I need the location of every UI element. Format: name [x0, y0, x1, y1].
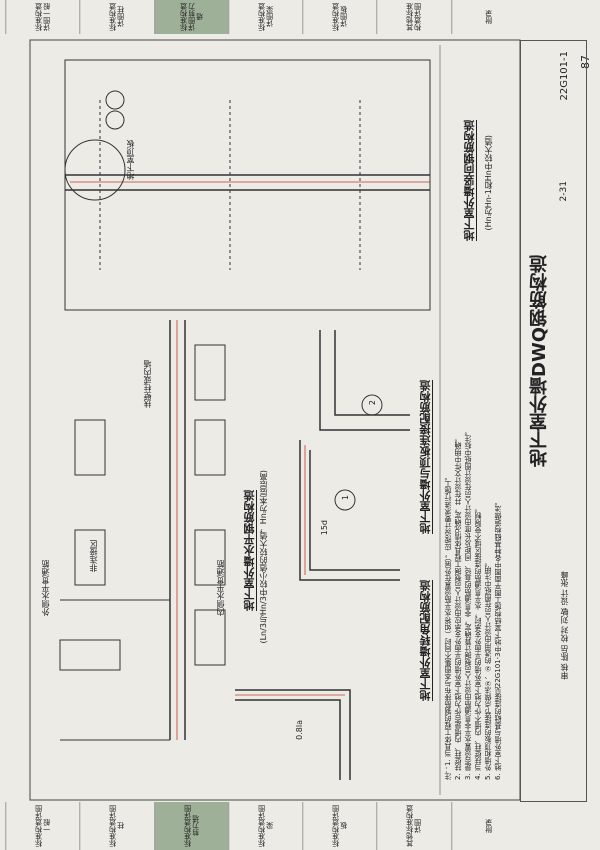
notes-block: 注：1. 当具体工程的钢筋排布与本图集不同时（如将水平筋设置在外层），应按设计要… [443, 300, 503, 780]
heading-horizontal-rebar: 地下室外墙水平钢筋构造 [243, 490, 256, 611]
sheet-title: 地下室外墙DWQ钢筋构造 [529, 254, 550, 468]
note-line: 注：1. 当具体工程的钢筋排布与本图集不同时（如将水平筋设置在外层），应按设计要… [444, 473, 452, 780]
label-basement-roof: 地下室顶板 [126, 140, 135, 180]
sheet-page: 2-31 [559, 181, 569, 202]
heading-roof-joint: 地下室外墙与顶板连接配筋构造 [419, 380, 432, 534]
corner-detail [235, 689, 351, 780]
marker-1-circle [334, 489, 356, 511]
heading-corner: 地下室外墙转角配筋构造 [419, 580, 432, 701]
note-line: 3. 是否设置水平非贯通筋由设计人员根据计算确定，非贯通筋的直径、间距及长度由设… [464, 428, 472, 780]
marker-1: 1 [341, 495, 350, 501]
marker-2-circle [361, 394, 383, 416]
dim-15d: 15d [320, 520, 329, 536]
note-line: 4. 当扶壁柱、内墙不作为地下室外墙的平面外支承时，水平贯通筋的连接区域不受限制… [474, 505, 482, 780]
label-wall-column: 扶壁柱或内墙 [143, 360, 152, 408]
dim-08la: 0.8la [295, 720, 304, 740]
note-line: 5. 外墙和顶板的连接节点做法②、②的选用由设计人员在图纸中注明。 [484, 559, 492, 780]
label-inner-horizontal: 内侧水平贯通筋 [216, 560, 225, 616]
marker-2: 2 [368, 400, 377, 406]
label-splice-zone: 非连接区 [89, 540, 98, 572]
horizontal-rebar-detail [59, 320, 226, 741]
note-line: 2. 扶壁柱、内墙是否作为地下室外墙的平面外支承应由设计人员根据工程具体情况确定… [454, 435, 462, 780]
vertical-rebar-detail [64, 59, 431, 311]
label-outer-horizontal: 外侧水平贯通筋 [41, 560, 50, 616]
subheading-horizontal-rebar: (Ln/3与Hn/3中较小值的较大值，Hn为本层层高) [259, 470, 268, 644]
heading-vertical-rebar: 地下室外墙竖向钢筋构造 [463, 120, 476, 241]
title-block: 地下室外墙DWQ钢筋构造 22G101-1 2-31 审核 陈岳 校对 刘敏 设… [520, 40, 587, 802]
roof-joint-detail [299, 330, 410, 581]
signature-row: 审核 陈岳 校对 刘敏 设计 张峰 [560, 571, 569, 680]
note-line: 6. 地下室外墙与基础的连接见22G101-3中地下室结构施工图平面图中各种基础… [494, 498, 502, 780]
subheading-vertical-rebar: (Hn为Hn-1和Hn中较大值) [484, 135, 493, 231]
atlas-code: 22G101-1 [559, 51, 570, 101]
